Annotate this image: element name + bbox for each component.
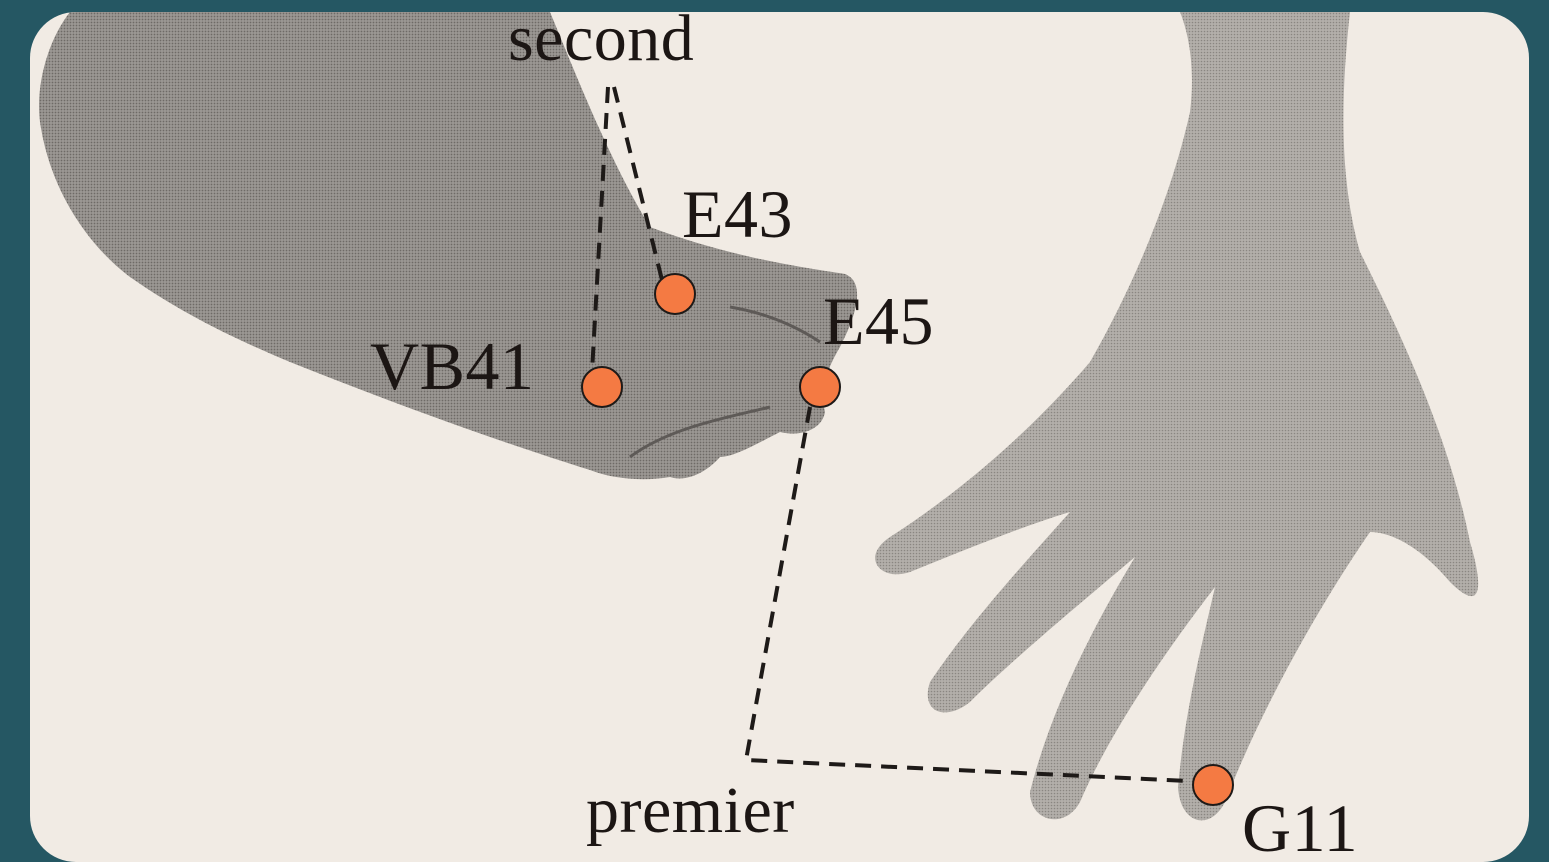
label-second: second bbox=[508, 12, 694, 72]
point-vb41 bbox=[582, 367, 622, 407]
label-premier: premier bbox=[586, 778, 795, 844]
illustration-card: second E43 E45 VB41 premier G11 bbox=[30, 12, 1529, 862]
point-g11 bbox=[1193, 765, 1233, 805]
point-e43 bbox=[655, 274, 695, 314]
label-e45: E45 bbox=[823, 287, 934, 355]
point-e45 bbox=[800, 367, 840, 407]
hand-illustration bbox=[875, 12, 1478, 820]
anatomy-drawing bbox=[30, 12, 1529, 862]
label-e43: E43 bbox=[682, 180, 793, 248]
label-vb41: VB41 bbox=[370, 332, 534, 400]
